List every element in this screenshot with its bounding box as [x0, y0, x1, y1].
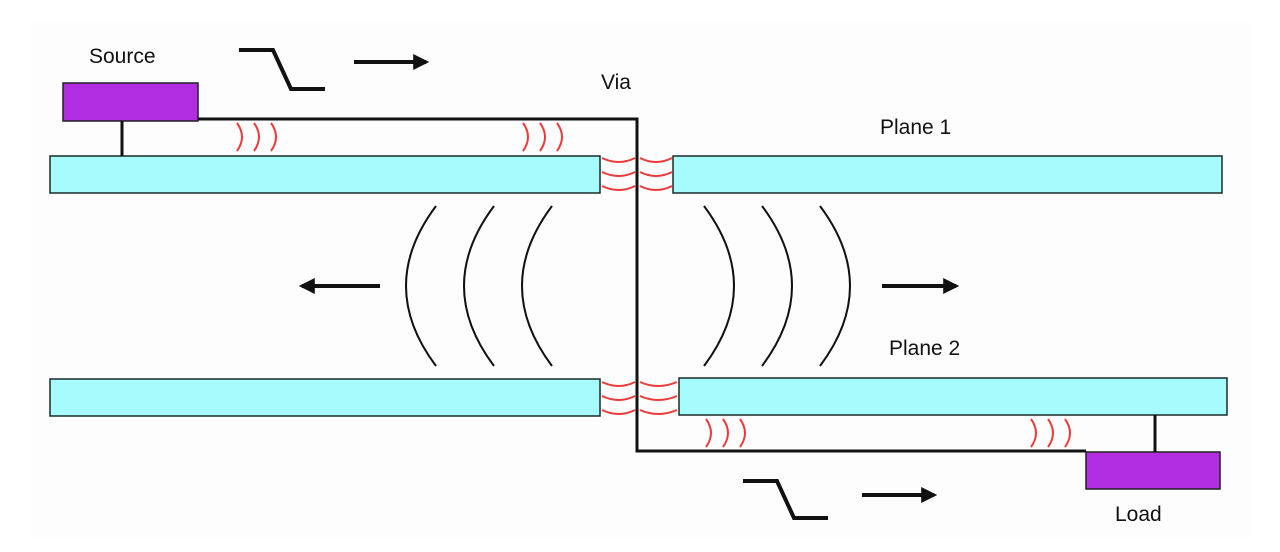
trace-plane2-coupling-arcs-left: [705, 418, 746, 448]
cavity-wave-arcs-left: [405, 205, 553, 367]
source-component: [62, 82, 199, 122]
cavity-wave-arcs-right: [703, 205, 851, 367]
via-plane2-coupling-arcs: [601, 381, 678, 415]
via-plane1-coupling-arcs: [601, 157, 673, 191]
plane-1-right-segment: [672, 155, 1223, 194]
plane-1-left-segment: [49, 155, 601, 194]
plane-2-label: Plane 2: [889, 337, 960, 360]
diagram-background: [30, 22, 1252, 538]
bottom-falling-edge-step-icon: [743, 479, 828, 520]
load-label: Load: [1115, 503, 1162, 526]
top-falling-edge-step-icon: [239, 48, 325, 91]
plane-2-right-segment: [678, 377, 1228, 416]
load-component: [1085, 451, 1221, 490]
trace-plane1-coupling-arcs-left: [236, 122, 277, 152]
trace-plane2-coupling-arcs-right: [1030, 418, 1071, 448]
source-label: Source: [89, 45, 156, 68]
via-label: Via: [601, 71, 631, 94]
plane-2-left-segment: [49, 378, 601, 417]
signal-trace-with-via: [198, 117, 1086, 453]
plane-1-label: Plane 1: [880, 116, 951, 139]
trace-plane1-coupling-arcs-right: [522, 122, 563, 152]
